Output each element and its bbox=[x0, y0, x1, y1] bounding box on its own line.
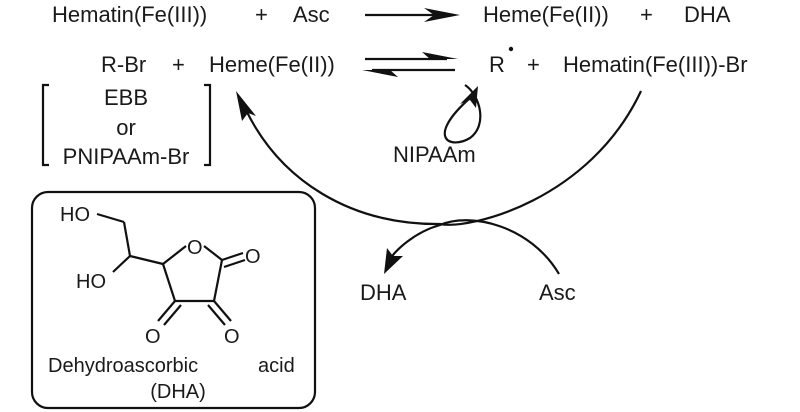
structure-name-part1: Dehydroascorbic bbox=[48, 355, 198, 377]
carbonyl-left-bond-a bbox=[157, 300, 176, 322]
atom-ho-mid: HO bbox=[76, 271, 106, 293]
propagation-loop-arrow bbox=[443, 84, 482, 144]
dha-structure-box: HO HO O O O O Dehydroascorbic acid (DHA) bbox=[30, 190, 317, 410]
radical-dot bbox=[508, 46, 514, 52]
propagation-monomer: NIPAAm bbox=[393, 142, 476, 167]
equilibrium-forward-head bbox=[422, 52, 458, 59]
reaction2-product2: Hematin(Fe(III))-Br bbox=[563, 52, 748, 77]
reaction1-product2: DHA bbox=[684, 2, 731, 27]
atom-o-carbonyl-mid: O bbox=[224, 326, 240, 348]
initiator-bracket bbox=[41, 83, 212, 167]
forward-arrow bbox=[365, 8, 460, 22]
initiator-or: or bbox=[116, 115, 136, 140]
bond-ho-ch2 bbox=[96, 212, 125, 224]
left-bracket bbox=[41, 83, 49, 167]
carbonyl-mid-bond-a bbox=[213, 300, 232, 322]
equilibrium-reverse-head bbox=[362, 70, 398, 77]
carbonyl-right-bond-b bbox=[223, 258, 246, 269]
reaction2-product1: R bbox=[489, 52, 505, 77]
asc-to-dha-arrow bbox=[384, 219, 560, 275]
bond-ch2-ch bbox=[122, 221, 132, 257]
asc-dha-path bbox=[387, 219, 560, 275]
reaction2-plus1: + bbox=[172, 52, 185, 77]
reaction2-reactant2: Heme(Fe(II)) bbox=[209, 52, 335, 77]
bond-ch-oh bbox=[112, 255, 131, 273]
atom-o-carbonyl-right: O bbox=[245, 246, 261, 268]
regeneration-dha: DHA bbox=[360, 280, 407, 305]
structure-name-part2: acid bbox=[258, 355, 295, 377]
carbonyl-left-bond-b bbox=[163, 304, 182, 326]
right-bracket bbox=[204, 83, 212, 167]
forward-arrow-head bbox=[424, 8, 460, 22]
reaction1-plus2: + bbox=[640, 2, 653, 27]
bond-ch-ring bbox=[129, 254, 164, 266]
loop-path bbox=[443, 84, 482, 144]
atom-o-ring: O bbox=[187, 237, 203, 259]
carbonyl-right-bond-a bbox=[221, 251, 244, 262]
structure-abbreviation: (DHA) bbox=[150, 381, 206, 403]
cycle-arrow-head bbox=[236, 91, 256, 121]
structure-box-border bbox=[30, 190, 317, 410]
ring-bond-o-c1 bbox=[203, 245, 223, 261]
asc-dha-arrow-head bbox=[384, 248, 403, 274]
loop-arrow-head bbox=[460, 86, 478, 108]
reaction1-reactant1: Hematin(Fe(III)) bbox=[52, 2, 207, 27]
ring-bond-c1-c2 bbox=[212, 259, 224, 302]
atom-o-carbonyl-left: O bbox=[145, 326, 161, 348]
reaction2-plus2: + bbox=[527, 52, 540, 77]
reaction1-product1: Heme(Fe(II)) bbox=[483, 2, 609, 27]
regeneration-asc: Asc bbox=[539, 280, 576, 305]
ring-bond-c4-o bbox=[162, 245, 187, 265]
carbonyl-mid-bond-b bbox=[207, 304, 226, 326]
initiator-ebb: EBB bbox=[104, 85, 148, 110]
ring-bond-c3-c4 bbox=[161, 263, 177, 302]
atom-ho-top: HO bbox=[60, 204, 90, 226]
reaction2-reactant1: R-Br bbox=[101, 52, 146, 77]
initiator-pnipaam-br: PNIPAAm-Br bbox=[63, 144, 190, 169]
reaction1-plus1: + bbox=[255, 2, 268, 27]
reaction1-reactant2: Asc bbox=[293, 2, 330, 27]
equilibrium-arrows bbox=[362, 52, 458, 77]
